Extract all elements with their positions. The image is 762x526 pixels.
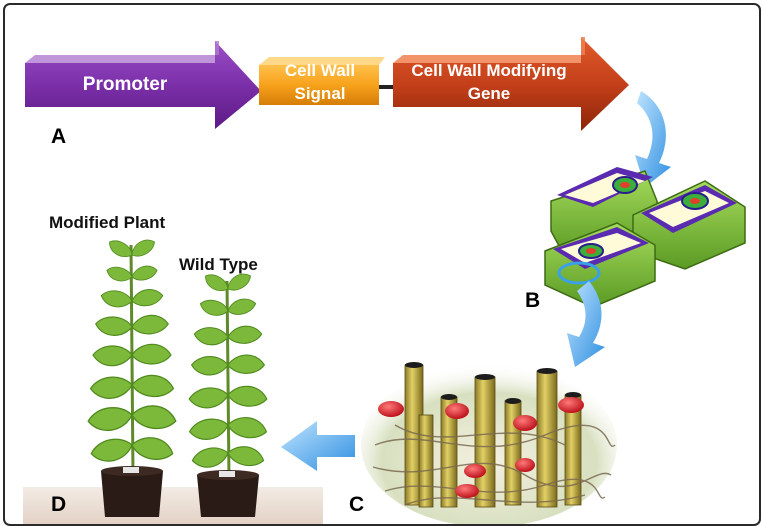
- ground: [23, 487, 323, 524]
- flow-arrow-icon: [281, 421, 355, 471]
- gene-arrow: [393, 37, 629, 131]
- signal-label: Cell Wall Signal: [284, 61, 356, 103]
- construct-linker: [379, 85, 393, 89]
- modified-plant-label: Modified Plant: [49, 213, 166, 232]
- promoter-label: Promoter: [82, 74, 168, 95]
- figure-frame: Promoter Cell Wall Signal Cell Wall Modi…: [3, 3, 761, 526]
- promoter-arrow: [25, 41, 261, 129]
- plant-icon: [86, 235, 269, 517]
- fiber-bundle-icon: [361, 362, 617, 524]
- panel-label-b: B: [525, 289, 541, 312]
- cell-icon: [544, 167, 746, 308]
- panel-label-d: D: [51, 493, 67, 516]
- panel-label-a: A: [51, 125, 67, 148]
- gene-label: Cell Wall Modifying Gene: [411, 61, 567, 103]
- wild-type-label: Wild Type: [179, 255, 258, 274]
- signal-arrow: [259, 57, 385, 105]
- flow-arrow-icon: [635, 91, 671, 187]
- figure-canvas: [23, 37, 746, 524]
- flow-arrow-icon: [567, 281, 605, 367]
- panel-label-c: C: [349, 493, 365, 516]
